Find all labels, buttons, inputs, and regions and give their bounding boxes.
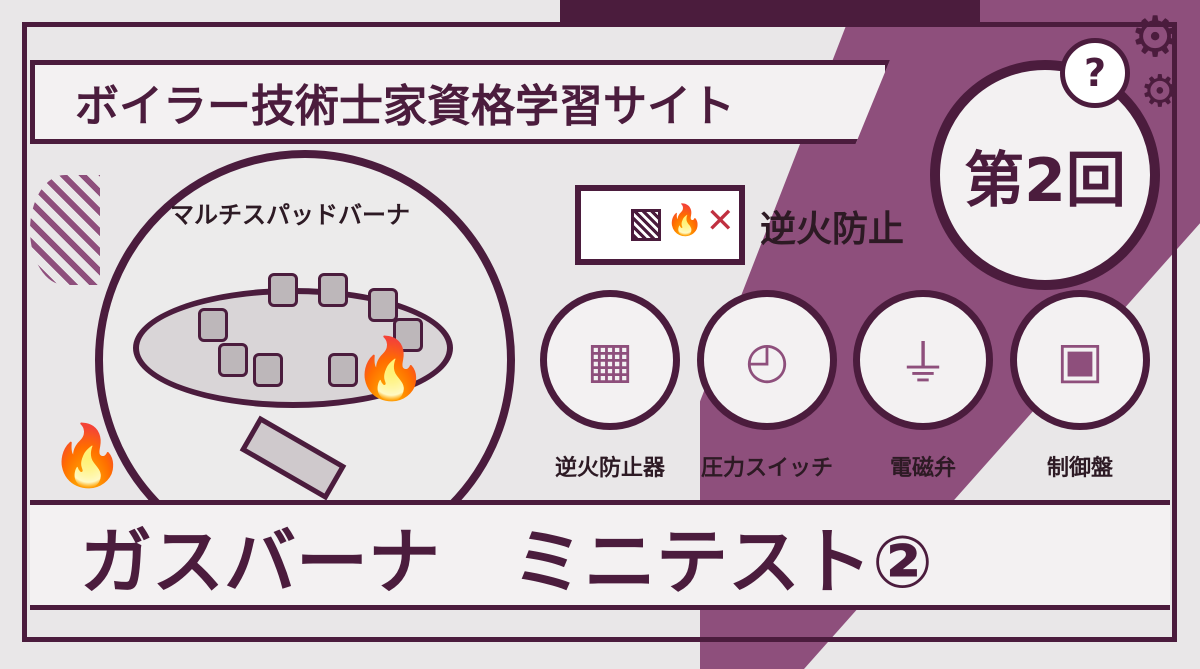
component-label: 圧力スイッチ <box>700 456 833 481</box>
gas-pipe <box>239 415 347 501</box>
mesh-filter-icon: ▦ <box>540 290 680 430</box>
nozzle <box>328 353 358 387</box>
solenoid-valve-icon: ⏚ <box>853 290 993 430</box>
top-bar <box>560 0 980 22</box>
gear-icon: ⚙ <box>1130 5 1181 70</box>
nozzle <box>393 318 423 352</box>
nozzle <box>198 308 228 342</box>
round-badge: 第2回 <box>930 60 1160 290</box>
bottom-title: ガスバーナ ミニテスト② <box>30 500 1170 610</box>
gear-icon: ⚙ <box>1140 66 1180 117</box>
mesh-icon <box>631 209 661 241</box>
backfire-label: 逆火防止 <box>760 209 905 250</box>
cross-icon: ✕ <box>706 201 735 241</box>
nozzle <box>253 353 283 387</box>
frame <box>22 22 1177 642</box>
nozzle <box>368 288 398 322</box>
nozzle <box>268 273 298 307</box>
nozzle <box>218 343 248 377</box>
component-label: 制御盤 <box>1046 456 1113 481</box>
fire-icon: 🔥 <box>50 421 125 491</box>
burner-label: マルチスパッドバーナ <box>170 201 410 229</box>
control-panel-icon: ▣ <box>1010 290 1150 430</box>
flame-icon: 🔥 <box>666 203 704 238</box>
component-label: 電磁弁 <box>889 456 956 481</box>
backfire-diagram: 🔥 ✕ <box>575 185 745 265</box>
blue-flame-icon: 🔥 <box>353 334 428 404</box>
hatch-decoration <box>30 175 100 285</box>
nozzle <box>318 273 348 307</box>
component-label: 逆火防止器 <box>554 456 665 481</box>
question-bubble-icon: ? <box>1060 38 1130 108</box>
pressure-gauge-icon: ◴ <box>697 290 837 430</box>
site-title: ボイラー技術士家資格学習サイト <box>30 60 890 144</box>
